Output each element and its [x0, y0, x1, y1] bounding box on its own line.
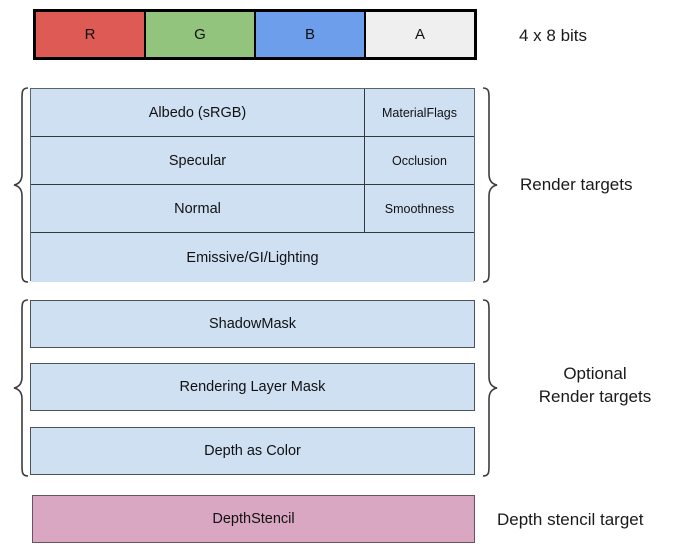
brace-left-optional-targets	[12, 298, 30, 478]
render-target-materialflags: MaterialFlags	[365, 89, 474, 136]
channel-label-b: B	[304, 26, 315, 43]
render-target-smoothness: Smoothness	[365, 185, 474, 232]
brace-right-render-targets	[481, 86, 499, 284]
render-targets-table: Albedo (sRGB) MaterialFlags Specular Occ…	[30, 88, 475, 282]
brace-right-optional-targets	[481, 298, 499, 478]
render-target-emissive: Emissive/GI/Lighting	[31, 233, 474, 282]
channel-label-r: R	[84, 26, 96, 43]
render-target-normal-label: Normal	[174, 200, 221, 217]
optional-box-depth-as-color-label: Depth as Color	[204, 443, 301, 459]
render-target-row: Normal Smoothness	[31, 185, 474, 233]
optional-box-rendering-layer-mask: Rendering Layer Mask	[30, 363, 475, 411]
channel-cell-g: G	[146, 12, 256, 57]
render-target-specular-label: Specular	[168, 152, 227, 169]
optional-box-shadowmask: ShadowMask	[30, 300, 475, 348]
brace-left-render-targets	[12, 86, 30, 284]
channel-cell-r: R	[36, 12, 146, 57]
channel-label-a: A	[414, 26, 425, 43]
render-target-smoothness-label: Smoothness	[384, 201, 455, 216]
bits-label: 4 x 8 bits	[519, 26, 588, 45]
render-target-emissive-label: Emissive/GI/Lighting	[186, 249, 319, 266]
optional-box-shadowmask-label: ShadowMask	[208, 316, 297, 332]
optional-render-targets-label: Optional Render targets	[538, 364, 652, 406]
rgba-channel-bar: R G B A	[33, 9, 477, 60]
channel-cell-b: B	[256, 12, 366, 57]
render-targets-label: Render targets	[520, 175, 633, 194]
depth-stencil-target-label: Depth stencil target	[497, 510, 644, 529]
render-target-specular: Specular	[31, 137, 365, 184]
render-target-row: Albedo (sRGB) MaterialFlags	[31, 89, 474, 137]
depth-stencil-box-label: DepthStencil	[212, 511, 295, 527]
optional-box-rendering-layer-mask-label: Rendering Layer Mask	[179, 379, 326, 395]
render-target-occlusion: Occlusion	[365, 137, 474, 184]
render-target-albedo: Albedo (sRGB)	[31, 89, 365, 136]
channel-label-g: G	[194, 26, 206, 43]
render-target-materialflags-label: MaterialFlags	[381, 105, 458, 120]
render-target-row: Emissive/GI/Lighting	[31, 233, 474, 282]
optional-box-depth-as-color: Depth as Color	[30, 427, 475, 475]
render-target-albedo-label: Albedo (sRGB)	[148, 104, 247, 121]
render-target-occlusion-label: Occlusion	[392, 153, 447, 168]
render-target-row: Specular Occlusion	[31, 137, 474, 185]
depth-stencil-box: DepthStencil	[32, 495, 475, 543]
render-target-normal: Normal	[31, 185, 365, 232]
channel-cell-a: A	[366, 12, 474, 57]
